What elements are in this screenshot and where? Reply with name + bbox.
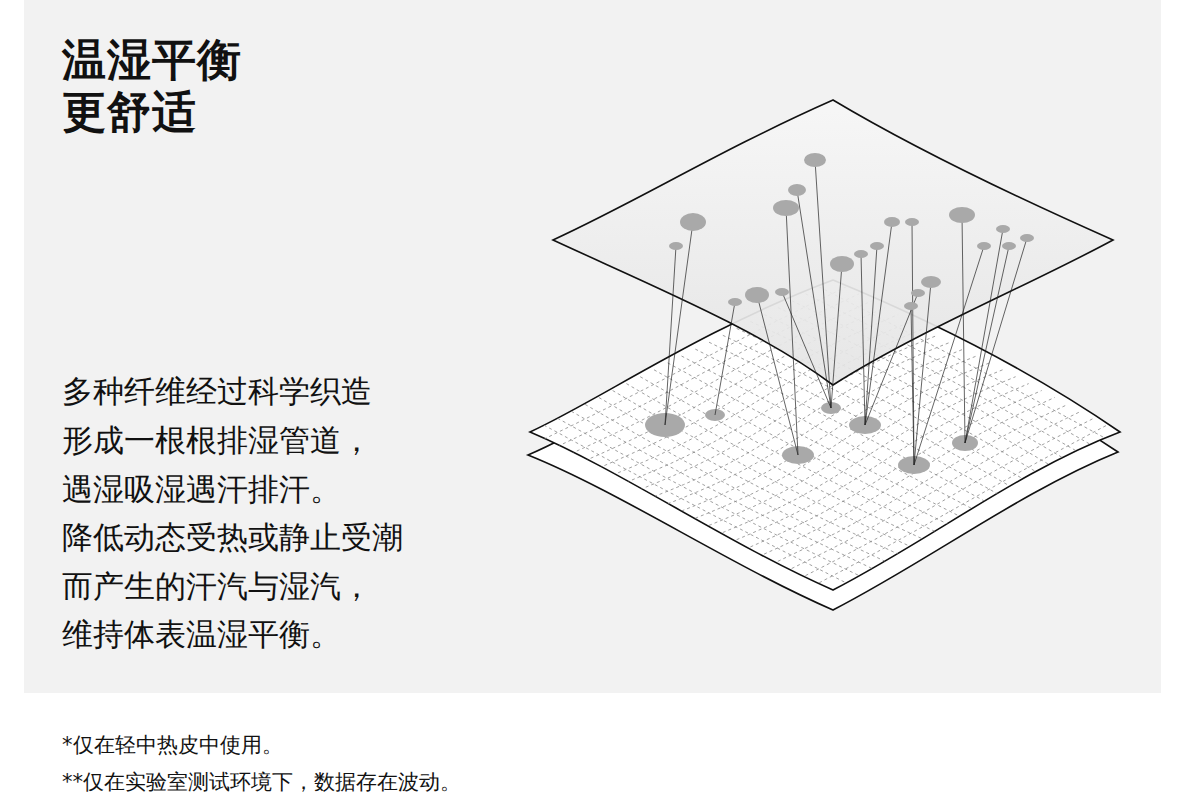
moisture-dot [905, 218, 919, 226]
moisture-dot [788, 184, 806, 196]
grid-line [709, 370, 1003, 526]
channel-line [911, 306, 914, 465]
channel-line [962, 215, 965, 443]
body-text: 形成一根根排湿管道， [62, 420, 372, 460]
channel-line [715, 302, 735, 415]
moisture-dot [854, 250, 868, 258]
grid-line [792, 411, 1081, 568]
channel-line [912, 222, 914, 465]
moisture-dot [1002, 242, 1016, 250]
body-text: 降低动态受热或静止受潮 [62, 517, 403, 557]
moisture-dot [996, 225, 1010, 233]
footnote: *仅在轻中热皮中使用。 [62, 731, 283, 759]
channel-line [865, 246, 877, 425]
channel-line [965, 238, 1027, 443]
moisture-dot [830, 256, 854, 272]
body-text: 维持体表温湿平衡。 [62, 614, 341, 654]
grid-line [778, 404, 1068, 561]
grid-line [599, 398, 898, 555]
heading: 温湿平衡 更舒适 [62, 34, 258, 138]
grid-line [558, 418, 860, 575]
grid-line [626, 384, 924, 540]
moisture-dot [921, 276, 941, 288]
moisture-dot [904, 302, 918, 310]
moisture-dot [775, 288, 789, 296]
channel-line [914, 246, 984, 465]
moisture-dot [949, 207, 975, 223]
channel-line [665, 222, 693, 425]
channel-line [861, 254, 865, 425]
body-text: 遇湿吸湿遇汗排汗。 [62, 469, 341, 509]
channel-line [865, 293, 918, 425]
body-text: 而产生的汗汽与湿汽， [62, 566, 372, 606]
grid-line [668, 363, 964, 518]
channel-line [782, 292, 831, 408]
moisture-dot [884, 217, 900, 227]
channel-line [665, 246, 676, 425]
moisture-dot [773, 200, 799, 216]
moisture-dot [745, 287, 769, 303]
moisture-dot [680, 213, 706, 231]
channel-line [865, 222, 892, 425]
moisture-dot [977, 242, 991, 250]
wicking-channels [665, 160, 1027, 465]
channel-line [757, 295, 798, 455]
channel-line [797, 190, 831, 408]
grid-line [640, 377, 937, 533]
footnote: **仅在实验室测试环境下，数据存在波动。 [62, 768, 461, 796]
grid-line [737, 384, 1029, 540]
top-sheet [553, 100, 1113, 385]
grid-line [750, 391, 1041, 547]
grid-line [654, 370, 950, 526]
grid-line [819, 425, 1107, 583]
grid-line [544, 425, 846, 583]
moisture-dot [804, 153, 826, 167]
moisture-dot [870, 242, 884, 250]
upper-dots [669, 153, 1034, 310]
lower-dots [645, 402, 978, 474]
moisture-dot [1020, 234, 1034, 242]
grid-line [764, 397, 1055, 554]
grid-line [585, 404, 885, 561]
moisture-dot [728, 298, 742, 306]
channel-line [815, 160, 831, 408]
moisture-dot [669, 242, 683, 250]
body-text: 多种纤维经过科学织造 [62, 371, 372, 411]
grid-line [806, 418, 1094, 575]
grid-line [723, 377, 1016, 533]
channel-line [965, 246, 1009, 443]
grid-line [695, 363, 989, 518]
channel-line [786, 208, 798, 455]
moisture-dot [911, 289, 925, 297]
channel-line [831, 264, 842, 408]
channel-line [914, 282, 931, 465]
